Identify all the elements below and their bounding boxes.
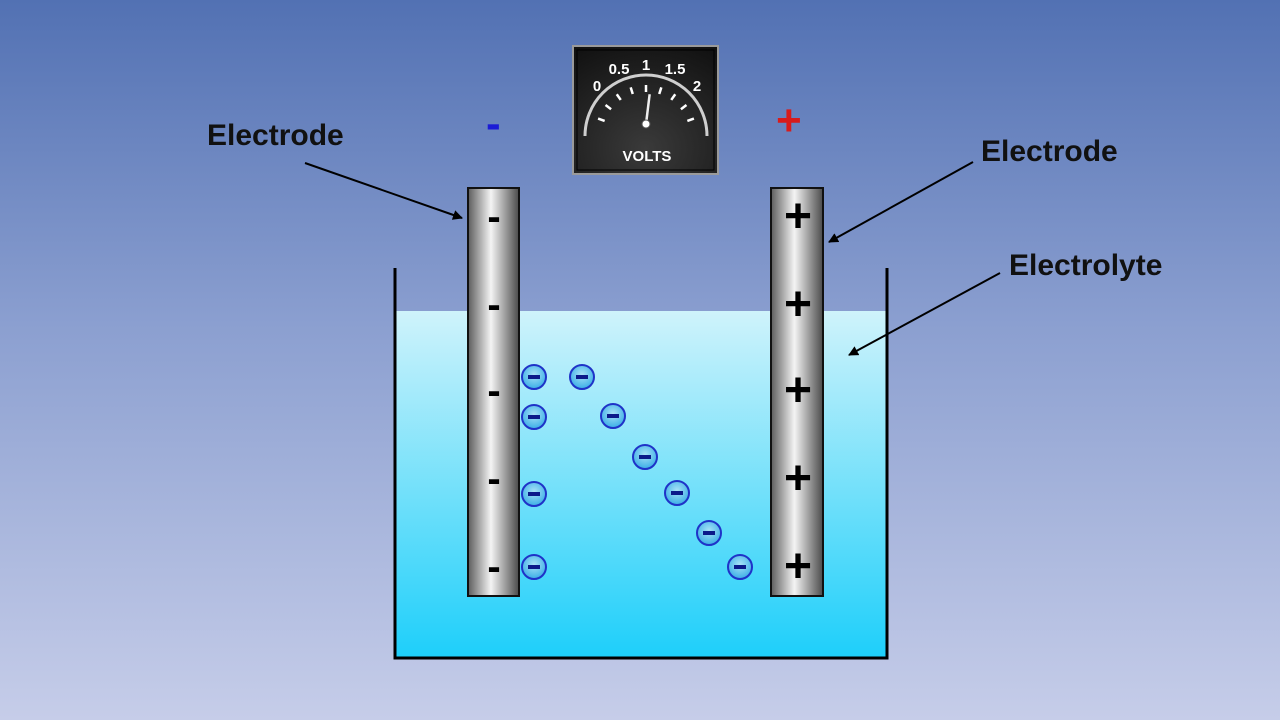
positive-charge-mark: +: [784, 364, 812, 417]
dial-scale-label: 1.5: [665, 61, 686, 78]
positive-terminal-sign: +: [776, 96, 802, 145]
negative-charge-mark: -: [487, 545, 500, 589]
positive-charge-mark: +: [784, 452, 812, 505]
dial-scale-labels: 0 0.5 1 1.5 2: [593, 57, 701, 95]
meter-unit-label: VOLTS: [623, 148, 672, 165]
meter-needle: [644, 94, 651, 125]
ion: [632, 444, 658, 470]
dial-ticks: [597, 85, 695, 123]
ion: [521, 404, 547, 430]
right-electrode-label: Electrode: [981, 135, 1118, 168]
left-electrode-label: Electrode: [207, 119, 344, 152]
voltmeter: 0 0.5 1 1.5 2 VOLTS: [572, 45, 719, 175]
needle-pivot: [641, 119, 651, 129]
ion: [521, 481, 547, 507]
dial-scale-label: 0: [593, 78, 601, 95]
negative-charge-marks: - - - - -: [487, 195, 500, 589]
dial-scale-label: 0.5: [609, 61, 630, 78]
ions: [521, 364, 753, 580]
dial-scale-label: 1: [642, 57, 650, 74]
negative-charge-mark: -: [487, 283, 500, 327]
ion: [521, 554, 547, 580]
ion: [569, 364, 595, 390]
positive-charge-marks: + + + + +: [784, 190, 812, 593]
right-electrode-arrow: [828, 161, 974, 243]
ion: [727, 554, 753, 580]
negative-electrode: [467, 187, 520, 597]
ion: [664, 480, 690, 506]
positive-charge-mark: +: [784, 190, 812, 243]
electrolyte-arrow: [848, 272, 1001, 356]
positive-electrode: [770, 187, 824, 597]
ion: [521, 364, 547, 390]
negative-terminal-sign: -: [486, 99, 501, 148]
negative-charge-mark: -: [487, 369, 500, 413]
electrolyte-label: Electrolyte: [1009, 249, 1163, 282]
container: [393, 268, 889, 660]
negative-charge-mark: -: [487, 195, 500, 239]
left-electrode-arrow: [304, 162, 463, 220]
dial-scale-label: 2: [693, 78, 701, 95]
ion: [600, 403, 626, 429]
negative-charge-mark: -: [487, 457, 500, 501]
ion: [696, 520, 722, 546]
positive-charge-mark: +: [784, 278, 812, 331]
positive-charge-mark: +: [784, 540, 812, 593]
